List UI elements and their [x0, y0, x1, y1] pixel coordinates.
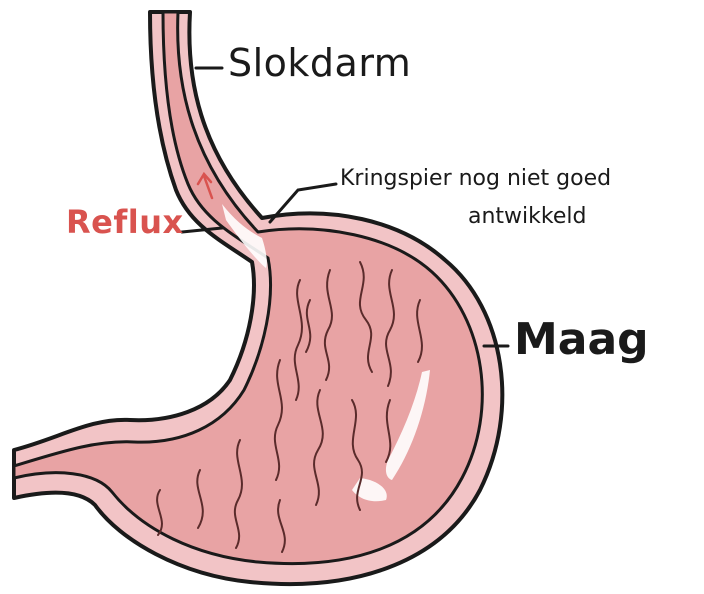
- label-kringspier-line2: antwikkeld: [340, 198, 611, 236]
- label-kringspier-line1: Kringspier nog niet goed: [340, 166, 611, 191]
- label-maag: Maag: [514, 318, 649, 362]
- label-kringspier: Kringspier nog niet goed antwikkeld: [340, 160, 611, 236]
- label-reflux: Reflux: [66, 206, 184, 238]
- label-slokdarm: Slokdarm: [228, 44, 411, 82]
